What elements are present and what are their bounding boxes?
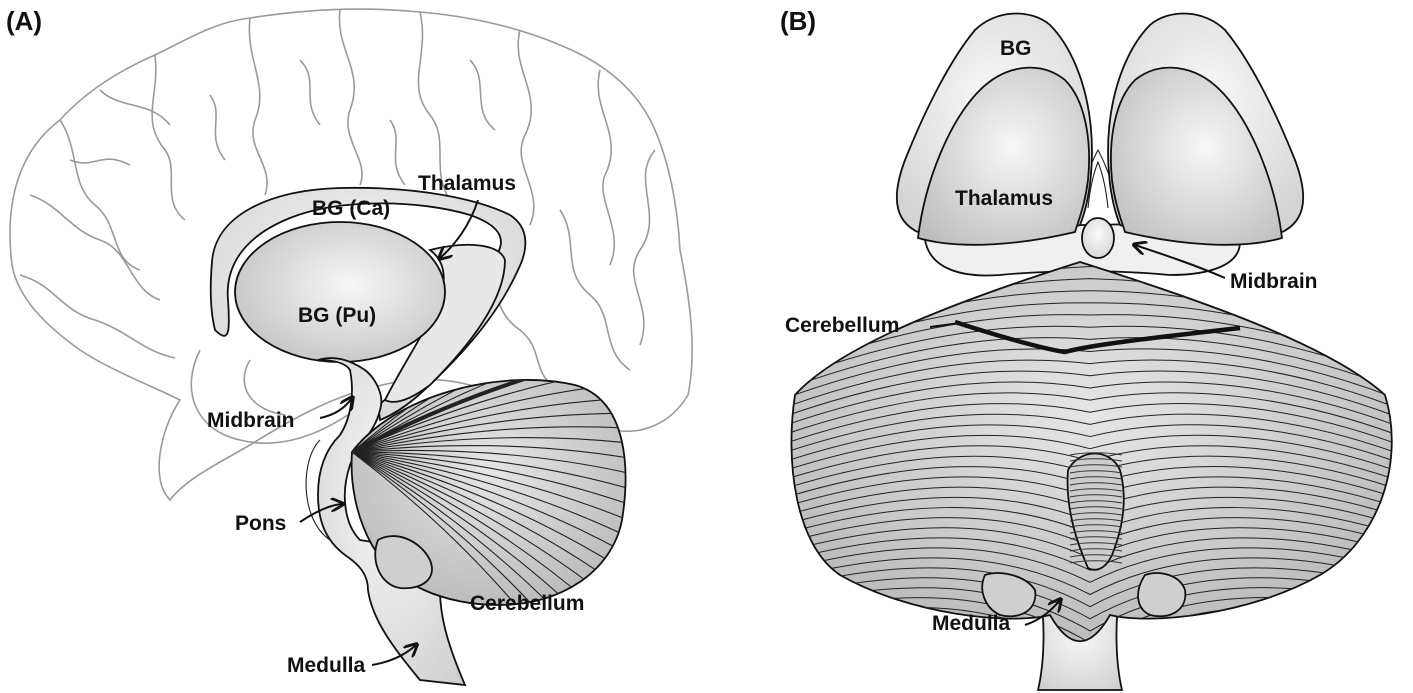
panel-a: (A) [6,6,692,685]
label-b-cerebellum: Cerebellum [785,314,899,337]
label-a-cerebellum: Cerebellum [470,592,584,615]
label-b-medulla: Medulla [932,612,1010,635]
label-a-midbrain: Midbrain [207,409,295,432]
bg-putamen-shape [235,222,445,362]
label-a-thalamus: Thalamus [418,172,516,195]
label-b-thalamus: Thalamus [955,187,1053,210]
cerebellum-shape-b [780,230,1400,692]
panel-a-label: (A) [6,6,42,36]
label-b-bg: BG [1000,37,1032,60]
label-a-pons: Pons [235,512,286,535]
label-a-medulla: Medulla [287,654,365,677]
panel-b-label: (B) [780,6,816,36]
panel-b: (B) BG Thalamus Midbrain Cereb [780,6,1400,692]
label-a-bg-putamen: BG (Pu) [298,304,376,327]
label-a-bg-caudate: BG (Ca) [312,197,390,220]
label-b-midbrain: Midbrain [1230,270,1318,293]
pineal-shape [1082,218,1114,258]
